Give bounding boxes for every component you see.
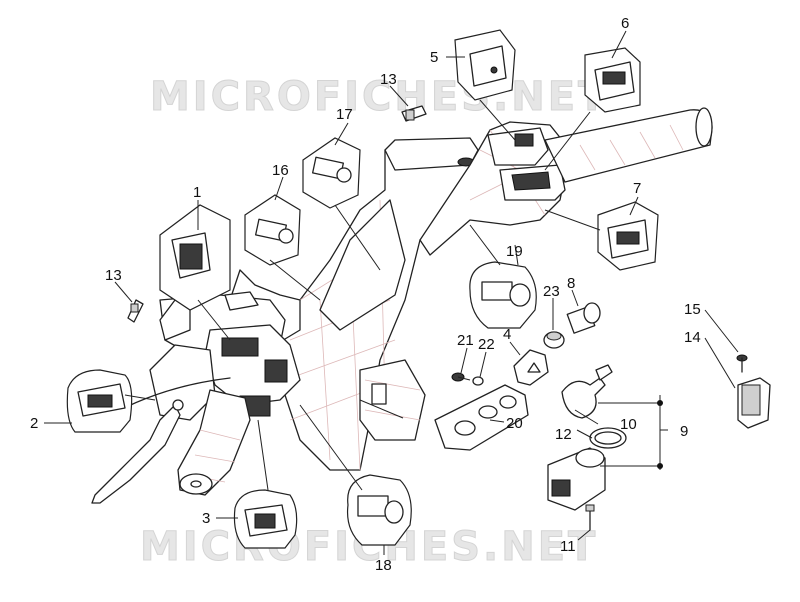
- label-13b: 13: [105, 267, 122, 284]
- label-7: 7: [633, 180, 641, 197]
- leader-lines: [44, 30, 739, 555]
- part-17-holder: [302, 137, 361, 209]
- callout-labels: 1 2 3 4 5 6 7 8 9 10 11 12 13 13 14 15 1…: [30, 15, 701, 574]
- label-12: 12: [555, 426, 572, 443]
- label-8: 8: [567, 275, 575, 292]
- label-20: 20: [506, 415, 523, 432]
- label-3: 3: [202, 510, 210, 527]
- label-13a: 13: [380, 71, 397, 88]
- part-5-switch: [454, 29, 516, 101]
- part-19-socket: [469, 261, 537, 329]
- part-12-oring: [589, 427, 627, 449]
- label-5: 5: [430, 49, 438, 66]
- part-11-ignition: [547, 447, 606, 531]
- part-22-washer: [472, 376, 484, 386]
- label-19: 19: [506, 243, 523, 260]
- part-3-switch: [233, 489, 298, 549]
- part-4-button: [513, 349, 549, 386]
- part-16-holder: [244, 194, 301, 266]
- part-7-switch: [597, 201, 659, 271]
- part-6-switch: [584, 47, 641, 113]
- label-21: 21: [457, 332, 474, 349]
- label-14: 14: [684, 329, 701, 346]
- left-switch-cluster: [91, 291, 301, 504]
- label-22: 22: [478, 336, 495, 353]
- part-13b-bulb: [127, 299, 144, 323]
- part-10-key: [561, 364, 613, 419]
- part-23-cap: [543, 331, 565, 349]
- label-6: 6: [621, 15, 629, 32]
- label-2: 2: [30, 415, 38, 432]
- label-16: 16: [272, 162, 289, 179]
- label-23: 23: [543, 283, 560, 300]
- label-10: 10: [620, 416, 637, 433]
- part-21-screw: [451, 372, 471, 382]
- part-1-switch: [159, 204, 231, 311]
- label-4: 4: [503, 326, 511, 343]
- part-18-socket: [346, 474, 412, 546]
- part-14-sensor: [737, 377, 771, 429]
- ignition-console: [434, 384, 529, 451]
- part-15-screw: [736, 354, 748, 373]
- watermark-top: MICROFICHES.NET: [150, 74, 608, 120]
- label-18: 18: [375, 557, 392, 574]
- label-1: 1: [193, 184, 201, 201]
- part-8-cap: [566, 302, 601, 334]
- part-2-switch: [66, 369, 133, 433]
- label-11: 11: [560, 538, 576, 555]
- label-17: 17: [336, 106, 353, 123]
- part-13a-bulb: [401, 105, 427, 122]
- right-grip: [544, 107, 713, 183]
- label-15: 15: [684, 301, 701, 318]
- label-9: 9: [680, 423, 688, 440]
